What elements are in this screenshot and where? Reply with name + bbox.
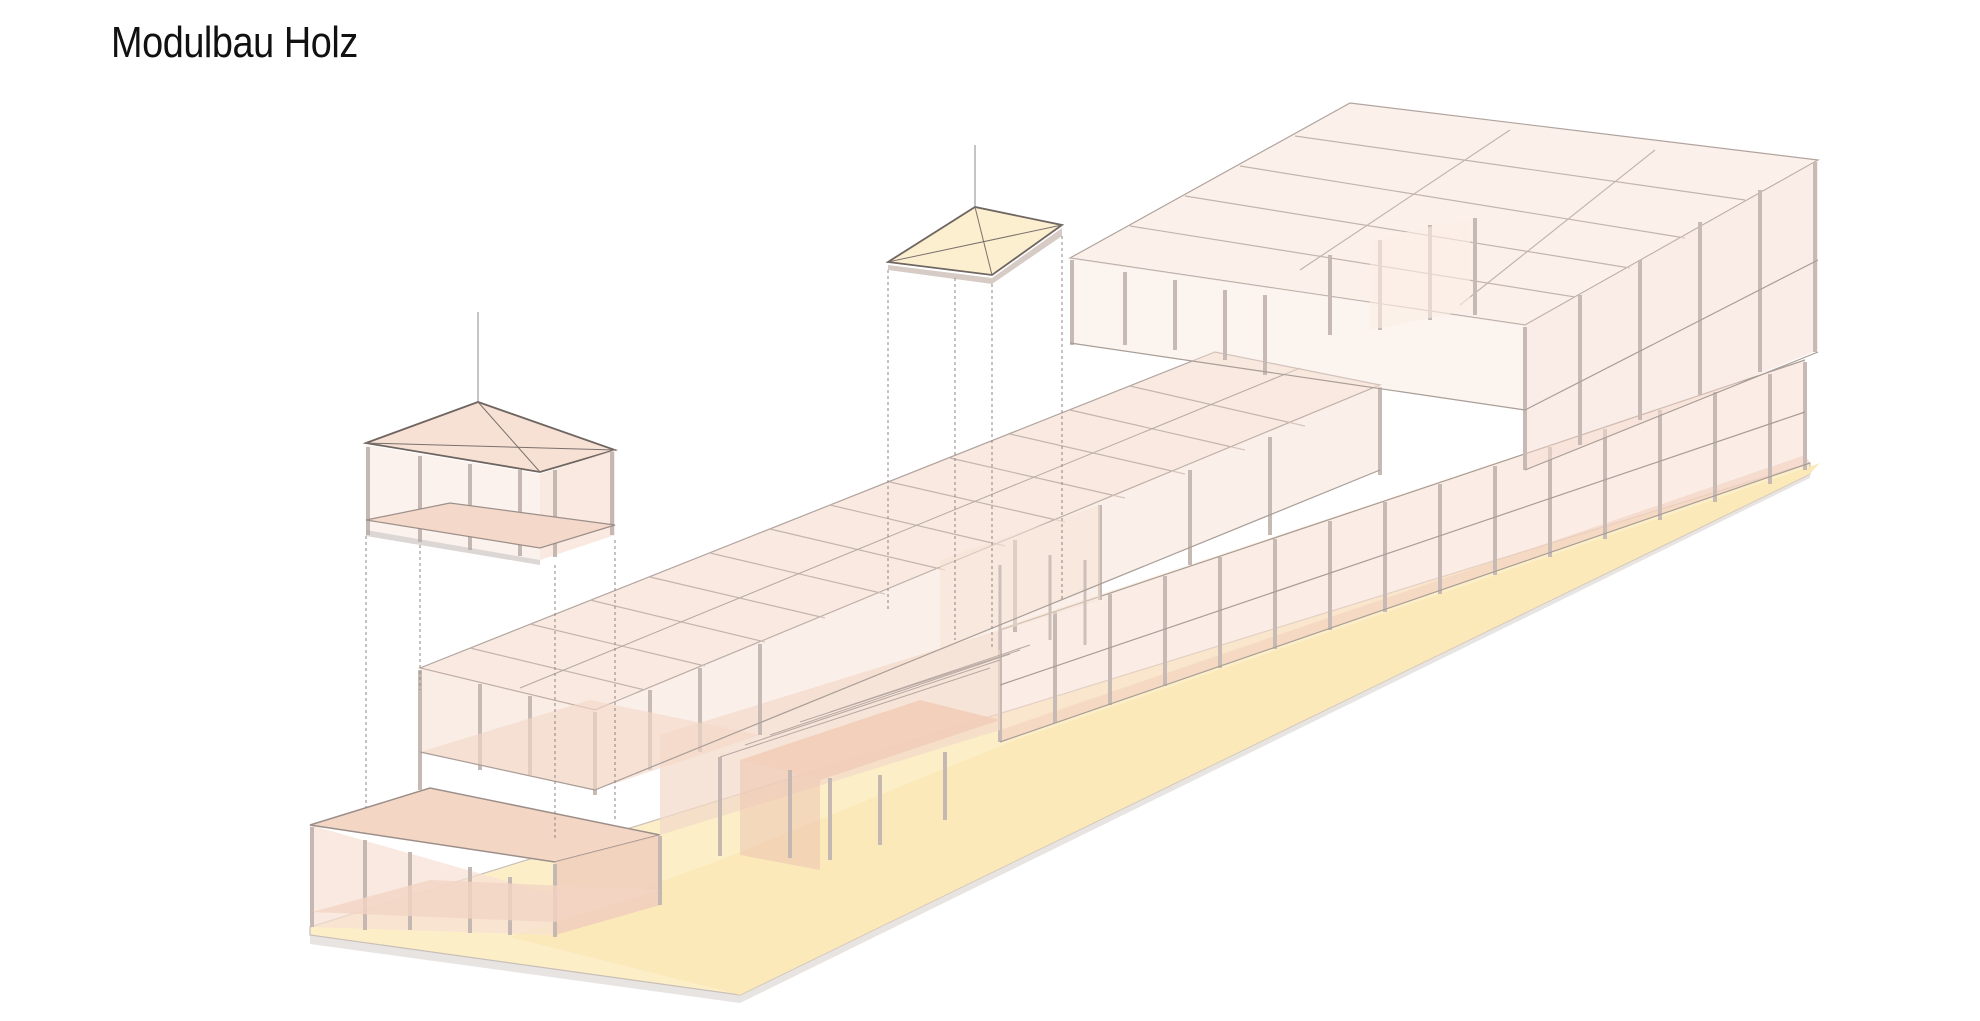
hoisted-module-right — [885, 145, 1065, 650]
page-title: Modulbau Holz — [111, 18, 358, 67]
hoisted-module-left — [362, 312, 618, 840]
middle-module-row — [418, 351, 1383, 795]
lower-module-row — [309, 358, 1811, 937]
ground-slab — [309, 462, 1820, 1003]
upper-module-row — [1068, 102, 1820, 471]
